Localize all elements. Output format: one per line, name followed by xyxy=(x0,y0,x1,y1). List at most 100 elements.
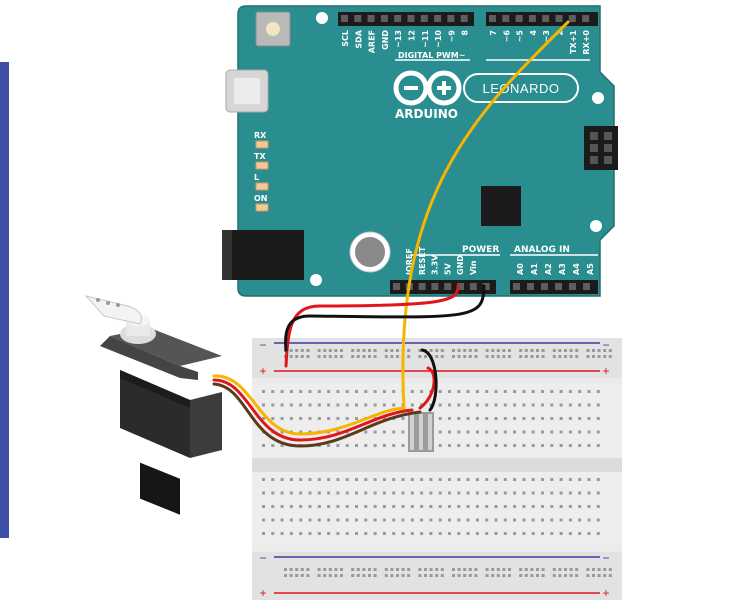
breadboard-hole xyxy=(485,478,489,481)
breadboard-hole xyxy=(452,355,455,358)
breadboard-hole xyxy=(289,568,293,571)
breadboard-hole xyxy=(420,478,424,481)
breadboard-hole xyxy=(474,568,478,571)
breadboard-hole xyxy=(327,478,331,481)
breadboard-hole xyxy=(531,403,535,407)
breadboard-hole xyxy=(485,568,489,571)
breadboard-hole xyxy=(531,430,535,434)
breadboard-hole xyxy=(519,574,523,577)
breadboard-hole xyxy=(368,349,371,352)
breadboard-hole xyxy=(328,355,332,358)
breadboard-hole xyxy=(485,444,489,447)
breadboard-hole xyxy=(299,478,303,481)
breadboard-hole xyxy=(401,417,405,420)
breadboard-hole xyxy=(327,417,331,420)
breadboard-hole xyxy=(575,349,579,352)
breadboard-hole xyxy=(299,505,303,508)
breadboard-hole xyxy=(531,532,535,535)
breadboard-hole xyxy=(530,349,534,352)
pin-label-6: ~6 xyxy=(502,30,511,43)
breadboard-hole xyxy=(530,355,534,358)
breadboard-hole xyxy=(494,417,498,420)
breadboard-hole xyxy=(271,403,275,407)
breadboard-hole xyxy=(587,430,591,434)
breadboard-hole xyxy=(530,574,534,577)
breadboard-hole xyxy=(587,444,591,447)
breadboard-hole xyxy=(392,444,396,447)
servo-horn-hole xyxy=(96,298,100,302)
breadboard-hole xyxy=(513,430,517,434)
breadboard-hole xyxy=(531,444,535,447)
breadboard-hole xyxy=(418,349,422,352)
breadboard-hole xyxy=(513,518,517,522)
breadboard-hole xyxy=(485,417,489,420)
breadboard-hole xyxy=(308,390,312,393)
breadboard-hole xyxy=(552,349,556,352)
breadboard-hole xyxy=(317,568,321,571)
header-socket xyxy=(469,283,477,290)
breadboard-hole xyxy=(299,491,303,495)
breadboard-hole xyxy=(596,444,600,447)
breadboard-hole xyxy=(384,568,388,571)
breadboard-hole xyxy=(368,574,371,577)
breadboard-hole xyxy=(317,574,321,577)
breadboard-hole xyxy=(494,390,498,393)
breadboard-hole xyxy=(466,444,470,447)
breadboard-hole xyxy=(587,390,591,393)
header-socket xyxy=(431,283,439,290)
breadboard-hole xyxy=(373,505,377,508)
breadboard-hole xyxy=(524,568,528,571)
breadboard-hole xyxy=(271,505,275,508)
breadboard-hole xyxy=(390,574,394,577)
header-socket xyxy=(393,283,400,290)
rail-minus-label: − xyxy=(602,551,609,565)
pin-label-12: 12 xyxy=(408,30,417,41)
breadboard-hole xyxy=(587,518,591,522)
header-pin xyxy=(428,414,432,450)
terminal-strip-bottom xyxy=(252,472,622,546)
breadboard-hole xyxy=(496,568,500,571)
breadboard-hole xyxy=(429,505,433,508)
breadboard-hole xyxy=(513,390,517,393)
breadboard-hole xyxy=(578,417,582,420)
breadboard-hole xyxy=(299,403,303,407)
breadboard-hole xyxy=(368,355,371,358)
header-socket xyxy=(407,15,415,22)
led-label-rx: RX xyxy=(254,131,267,140)
breadboard-hole xyxy=(550,390,554,393)
breadboard-hole xyxy=(531,390,535,393)
breadboard-hole xyxy=(541,568,545,571)
breadboard-hole xyxy=(340,568,343,571)
breadboard-hole xyxy=(299,518,303,522)
breadboard-hole xyxy=(552,574,556,577)
breadboard-hole xyxy=(345,505,349,508)
capacitor-top xyxy=(355,237,385,267)
breadboard-hole xyxy=(452,568,455,571)
breadboard-hole xyxy=(334,568,338,571)
servo-horn-hole xyxy=(106,301,110,305)
servo-wire-ground xyxy=(212,382,422,448)
breadboard-hole xyxy=(508,574,511,577)
breadboard-hole xyxy=(587,417,591,420)
breadboard-hole xyxy=(373,568,377,571)
breadboard-hole xyxy=(587,505,591,508)
breadboard-hole xyxy=(578,403,582,407)
breadboard-hole xyxy=(401,568,405,571)
breadboard-hole xyxy=(373,349,377,352)
mount-hole xyxy=(310,274,322,286)
breadboard-hole xyxy=(524,349,528,352)
breadboard-hole xyxy=(336,417,340,420)
breadboard-hole xyxy=(502,349,506,352)
breadboard-hole xyxy=(524,355,528,358)
breadboard-hole xyxy=(494,444,498,447)
breadboard-hole xyxy=(299,390,303,393)
header-socket xyxy=(457,283,464,290)
power-pin-label-5v: 5V xyxy=(443,262,452,275)
breadboard-hole xyxy=(522,532,526,535)
breadboard-hole xyxy=(345,390,349,393)
breadboard-hole xyxy=(569,355,573,358)
breadboard-hole xyxy=(262,403,265,407)
breadboard-hole xyxy=(457,349,461,352)
led xyxy=(255,161,269,170)
